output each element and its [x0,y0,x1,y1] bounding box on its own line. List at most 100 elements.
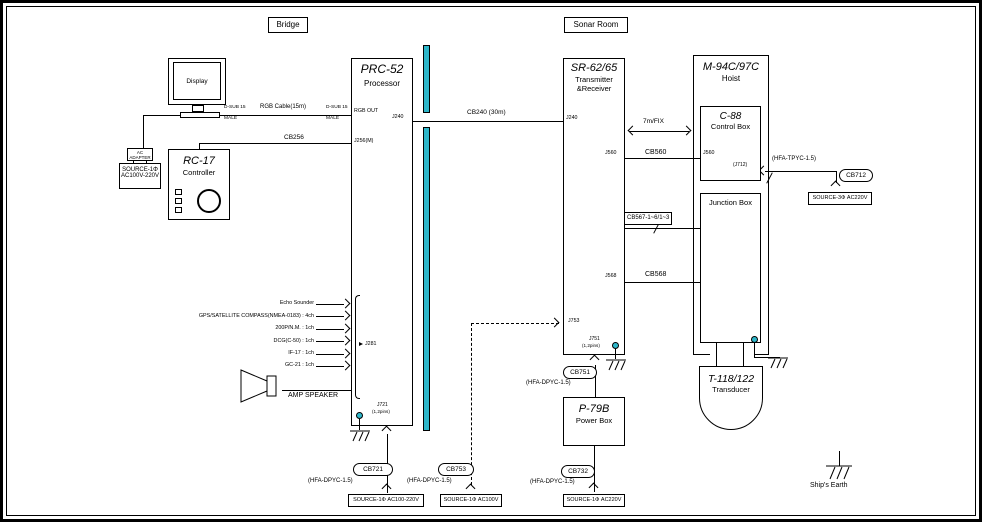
hoist-box-edge [693,55,694,355]
prc52-name: Processor [363,79,400,88]
ground-icon [768,357,788,369]
cb712-line [836,171,837,183]
arrow-right-icon [549,317,560,328]
rc17-button [175,207,182,213]
cb712-line [765,171,836,172]
j281-pointer-icon [359,342,363,346]
prc52-model: PRC-52 [360,62,404,76]
hoist-model: M-94C/97C [702,61,760,73]
amp-speaker-label: AMP SPEAKER [288,392,339,399]
plug-up-icon [588,482,599,493]
sr62-name2: &Receiver [576,84,612,93]
cb712-source-box: SOURCE-3Φ AC220V [808,192,872,205]
run-7m-arrow-line [629,131,689,132]
adapter-lead [133,160,134,163]
hoist-box-edge [754,354,769,355]
port-j751-pins-label: (1,2pins) [582,343,600,348]
rc17-knob-icon [197,189,221,213]
arrow-right-icon [340,323,351,334]
sr62-name1: Transmitter [575,75,613,84]
input-line [316,304,344,305]
junction-box [700,193,761,343]
rc17-model: RC-17 [183,155,215,167]
cb560-line [625,158,700,159]
display-source-box: SOURCE-1Φ AC100V-220V [119,163,161,189]
bulkhead-bar [423,127,430,431]
cb732-tag: CB732 [561,465,595,478]
male-label: MALE [326,116,340,121]
run-7m-label: 7m/FIX [643,118,664,125]
port-j256-label: J256(M) [354,138,374,144]
cb560-label: CB560 [645,149,667,156]
c88-model: C-88 [719,111,742,122]
p79b-model: P-79B [578,403,610,415]
hoist-box-edge [693,354,710,355]
arrow-right-icon [681,125,692,136]
p79b-name: Power Box [575,416,613,425]
sr62-model: SR-62/65 [570,62,618,74]
input-label: IF-17 : 1ch [288,350,314,356]
input-label: GC-21 : 1ch [284,362,314,368]
display-source-line1: SOURCE-1Φ [122,167,158,173]
port-j753-label: J753 [568,318,580,324]
region-label-bridge: Bridge [268,17,308,33]
cb721-tag: CB721 [353,463,393,476]
cb751-tag: CB751 [563,366,597,379]
cb753-source-box: SOURCE-1Φ AC100V [440,494,502,507]
ac-adapter-line1: AC [136,150,144,155]
j751-terminal-dot [612,342,619,349]
cb567-label: CB567-1~6/1~3 [624,212,673,225]
cb568-line [625,282,700,283]
ac-adapter-line2: ADAPTER [129,155,151,160]
cb712-cable-type: (HFA-TPYC-1.5) [772,156,817,162]
input-line [316,354,344,355]
rc17-button [175,198,182,204]
port-j240-label: J240 [566,115,578,121]
cb753-cable-type: (HFA-DPYC-1.5) [407,478,452,484]
port-j240-label: J240 [392,114,404,120]
j721-terminal-dot [356,412,363,419]
arrow-right-icon [340,348,351,359]
male-label: MALE [224,116,238,121]
cb751-cable-type: (HFA-DPYC-1.5) [526,380,571,386]
prc52-processor-box [351,58,413,426]
hoist-name: Hoist [721,74,741,83]
ac-adapter-box: AC ADAPTER [127,148,153,161]
port-rgb-out-label: RGB OUT [354,108,379,114]
port-j560-label: J560 [703,150,715,156]
adapter-lead [146,160,147,163]
display-power-line [143,115,144,148]
dsub-label: D-SUB 15 [224,105,246,110]
plug-up-icon [465,483,476,494]
ships-earth-lead [839,451,840,466]
ground-icon [350,430,370,442]
prc52-ground-lead [359,419,360,430]
transducer-lead [716,343,717,366]
j281-connector-bracket [355,295,360,399]
ground-icon [826,465,852,480]
port-j751-label: J751 [589,336,600,342]
speaker-icon [240,369,277,403]
cb712-tag: CB712 [839,169,873,182]
hoist-box-edge [693,55,769,56]
display-base [180,112,220,118]
arrow-right-icon [340,310,351,321]
arrow-right-icon [340,298,351,309]
ground-icon [606,359,626,371]
cb732-source-box: SOURCE-1Φ AC220V [563,494,625,507]
junction-terminal-dot [751,336,758,343]
ships-earth-label: Ship's Earth [810,482,848,489]
port-j721-pins-label: (1,2pins) [372,409,390,414]
region-label-sonar-room: Sonar Room [564,17,628,33]
input-line [316,366,344,367]
transducer-lead [743,343,744,366]
rgb-cable-line [219,115,351,116]
port-j712-label: (J712) [733,162,748,168]
cb256-label: CB256 [284,134,304,141]
arrow-right-icon [340,335,351,346]
display-power-line [143,115,181,116]
port-j560-label: J560 [605,150,617,156]
cb751-line [595,365,596,397]
plug-up-icon [830,180,841,191]
